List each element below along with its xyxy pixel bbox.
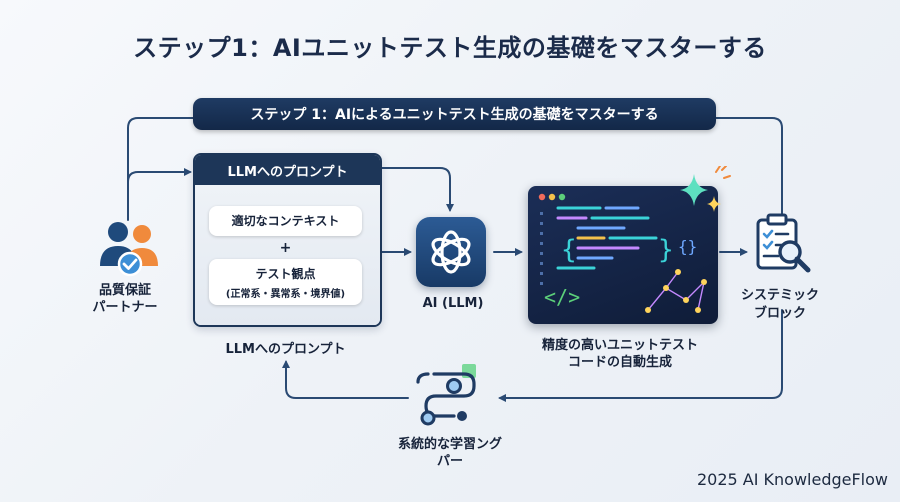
partner-label: 品質保証 パートナー	[80, 282, 170, 316]
learning-label: 系統的な学習ング パー	[380, 436, 520, 470]
connector-learning-to-prompt	[282, 360, 409, 399]
copyright: 2025 AI KnowledgeFlow	[696, 470, 888, 489]
sparkle-icon	[680, 166, 731, 212]
connector-prompt-to-ai	[377, 167, 454, 212]
plus-sign: +	[279, 240, 292, 256]
prompt-card: LLMへのプロンプト 適切なコンテキスト + テスト観点 (正常系・異常系・境界…	[193, 153, 382, 327]
code-caption-line1: 精度の高いユニットテスト	[541, 338, 698, 353]
block-label: システミック ブロック	[730, 287, 830, 323]
step-banner: ステップ 1：AIによるユニットテスト生成の基礎をマスターする	[193, 98, 716, 130]
svg-text:{: {	[561, 235, 577, 265]
svg-text:}: }	[658, 235, 674, 265]
clipboard-search-icon	[756, 213, 811, 273]
code-caption: 精度の高いユニットテスト コードの自動生成	[520, 337, 720, 371]
learning-path-icon	[416, 364, 476, 426]
ai-tile	[416, 217, 486, 287]
perspective-detail: (正常系・異常系・境界値)	[225, 289, 346, 300]
learning-label-line2: パー	[436, 454, 463, 469]
page-title: ステップ1：AIユニットテスト生成の基礎をマスターする	[133, 34, 767, 62]
prompt-card-body: 適切なコンテキスト + テスト観点 (正常系・異常系・境界値)	[195, 185, 380, 325]
svg-text:</>: </>	[544, 285, 580, 309]
partner-label-line2: パートナー	[92, 300, 158, 315]
code-window-icon: { } {} </>	[538, 193, 707, 313]
connector-block-to-learning	[498, 309, 783, 402]
partner-label-line1: 品質保証	[98, 283, 151, 298]
block-label-line2: ブロック	[753, 306, 806, 321]
check-badge-icon	[117, 251, 143, 277]
block-label-line1: システミック	[740, 288, 819, 303]
prompt-card-header: LLMへのプロンプト	[195, 155, 380, 185]
partner-people-icon	[100, 222, 158, 277]
connector-top-loop-right	[715, 117, 783, 221]
perspective-title: テスト観点	[255, 267, 316, 281]
ai-knot-icon	[431, 230, 471, 274]
ai-caption: AI (LLM)	[422, 296, 484, 311]
prompt-caption: LLMへのプロンプト	[225, 342, 346, 357]
context-pill: 適切なコンテキスト	[209, 206, 362, 236]
connector-top-loop	[127, 117, 194, 221]
code-caption-line2: コードの自動生成	[567, 355, 672, 370]
learning-label-line1: 系統的な学習ング	[397, 437, 502, 452]
connector-partner-to-prompt	[127, 168, 192, 201]
svg-text:{}: {}	[678, 237, 697, 256]
code-window: { } {} </>	[528, 186, 718, 324]
perspective-pill: テスト観点 (正常系・異常系・境界値)	[209, 259, 362, 305]
